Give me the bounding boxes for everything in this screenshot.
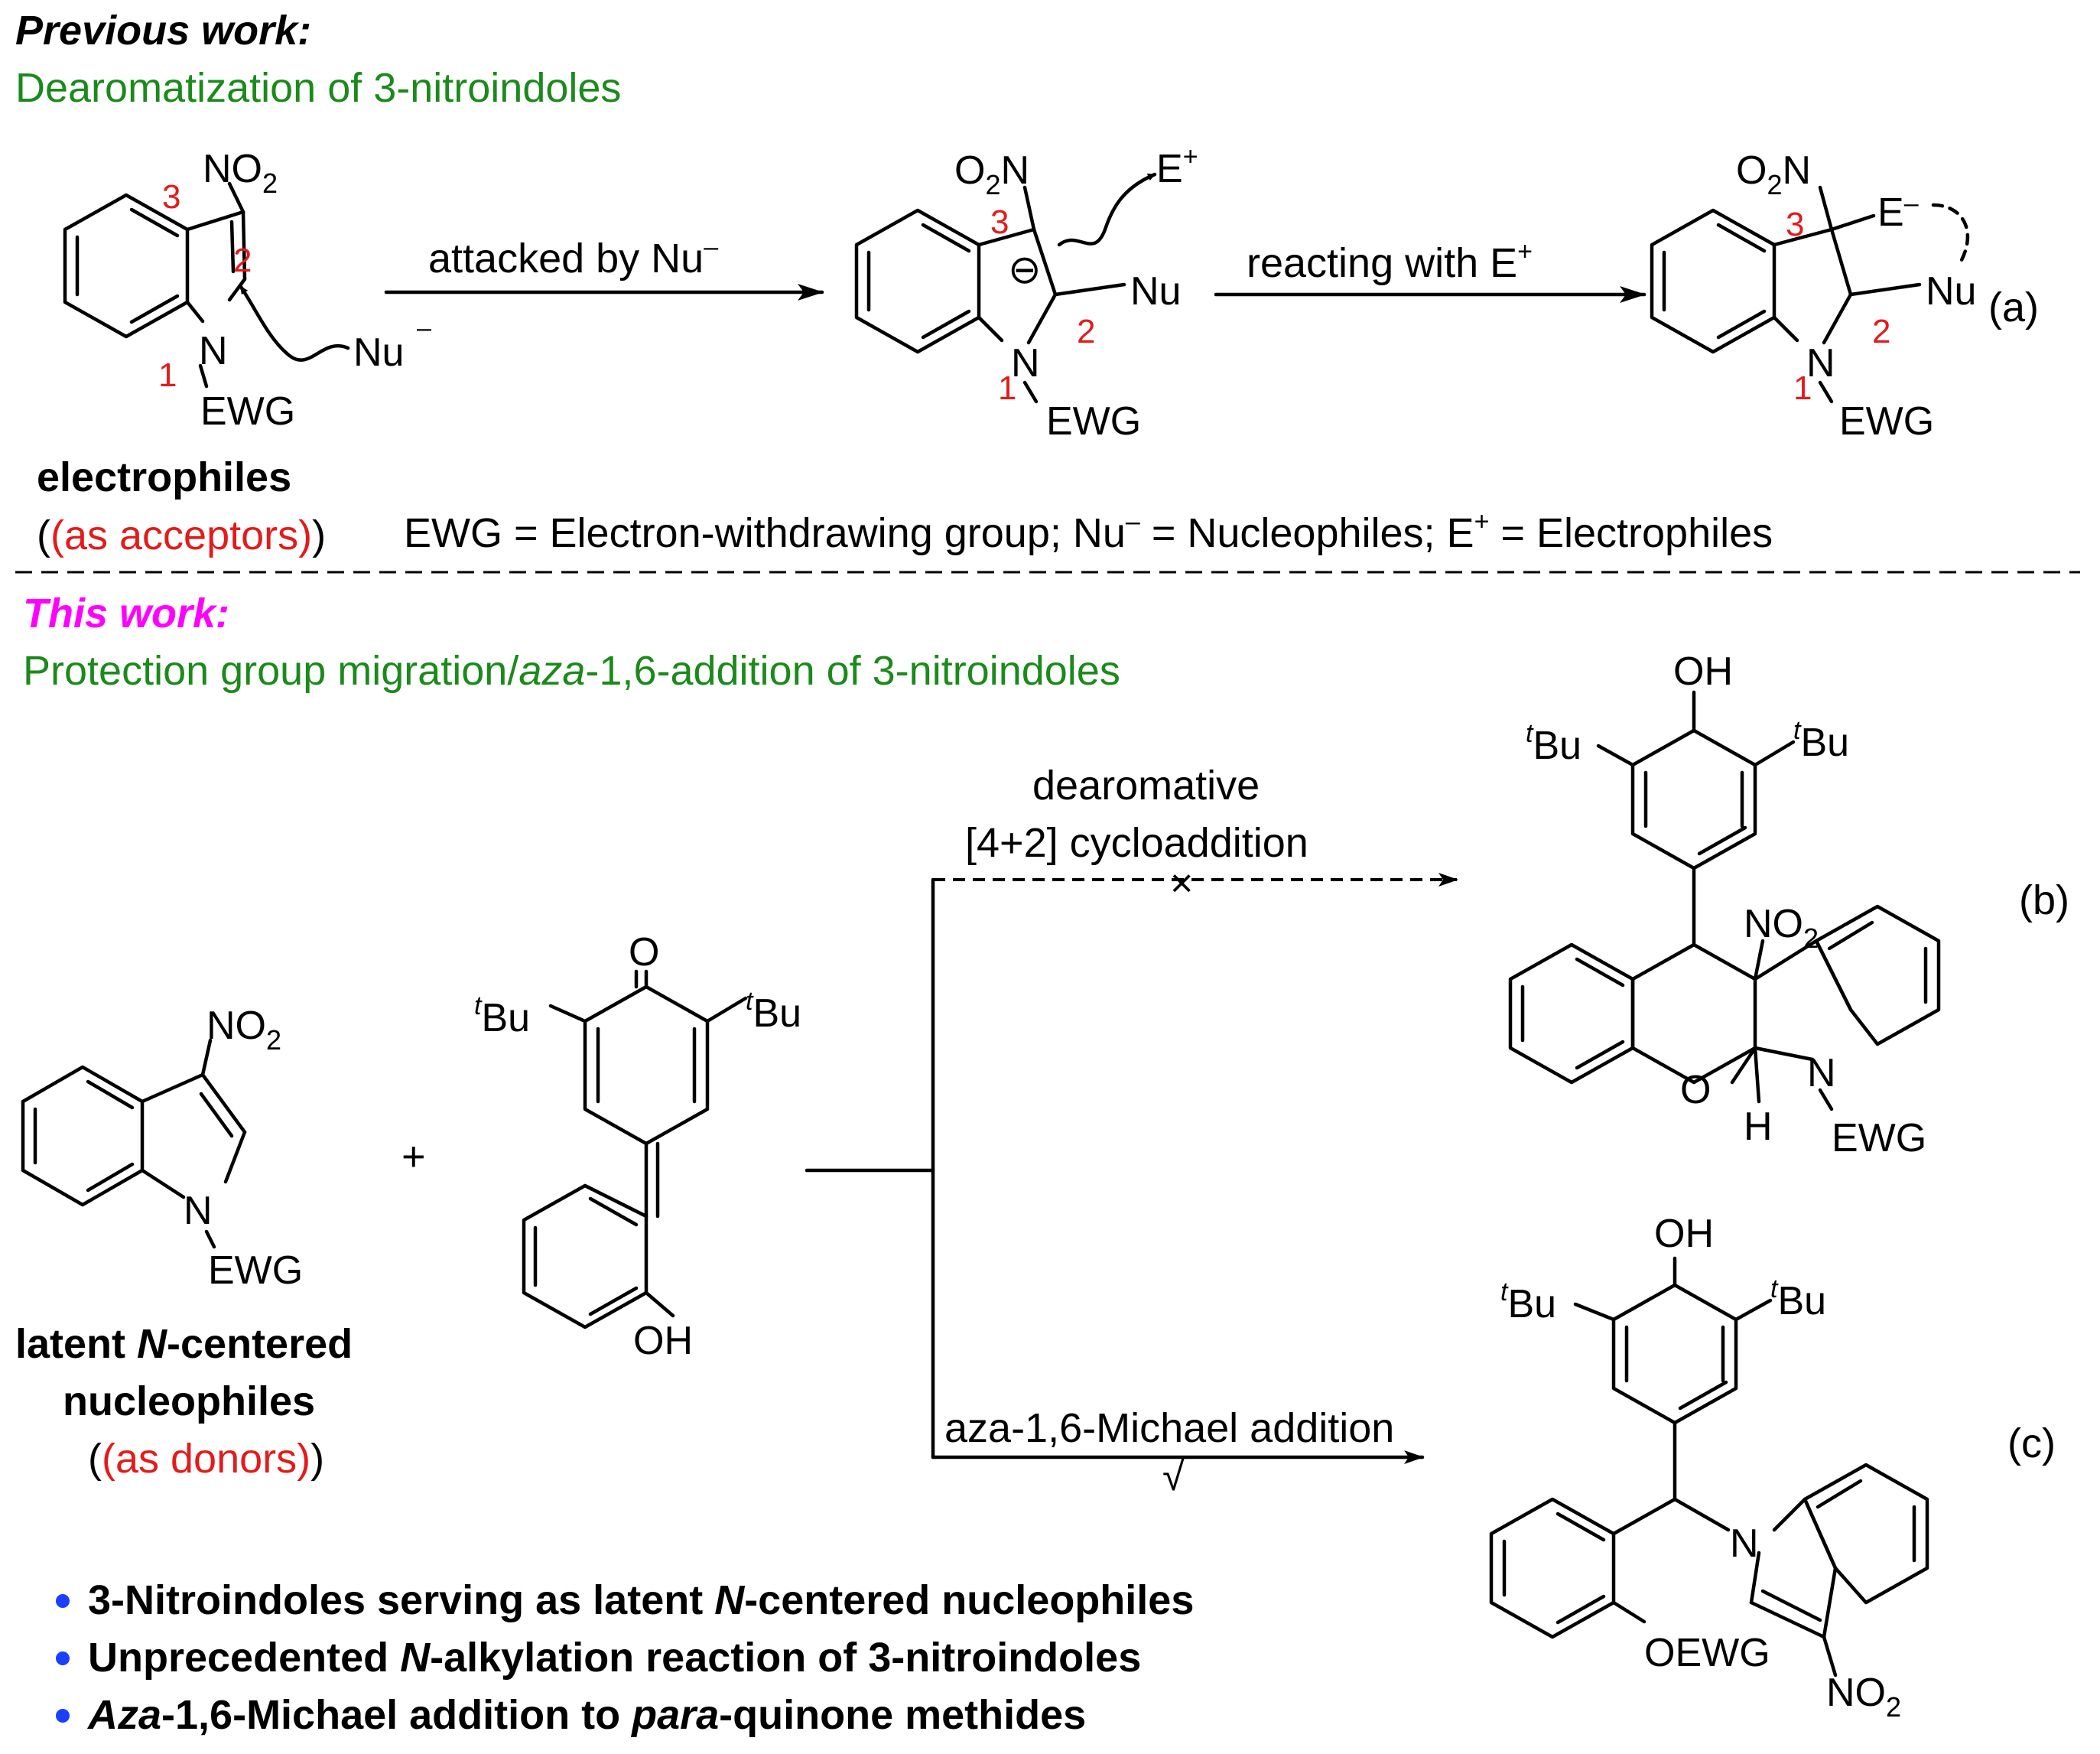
b2-tbu-right: tBu [746, 987, 801, 1036]
a3-pos3: 3 [1786, 206, 1804, 243]
molecule-cycloaddition-product [1508, 690, 1941, 1111]
a2-e: E+ [1156, 142, 1198, 191]
b4-oh: OH [1654, 1212, 1714, 1256]
a2-pos3: 3 [990, 203, 1009, 241]
b1-no2: NO2 [206, 1004, 281, 1056]
a3-pos2: 2 [1872, 313, 1890, 350]
role-as-donors: ((as donors)) [88, 1436, 324, 1482]
lower-check-mark: √ [1162, 1455, 1185, 1499]
lower-label: aza-1,6-Michael addition [944, 1405, 1394, 1451]
a2-ewg: EWG [1046, 399, 1141, 444]
a1-nu: Nu [353, 330, 404, 375]
upper-label-1: dearomative [1032, 763, 1260, 809]
arrow2-label: reacting with E+ [1247, 237, 1533, 286]
a3-n: N [1806, 341, 1835, 386]
a1-nu-minus: – [417, 314, 431, 343]
role-nucleophiles: nucleophiles [63, 1378, 315, 1424]
bullet-dot-1 [56, 1594, 70, 1608]
a3-nu: Nu [1926, 269, 1976, 314]
a3-pos1: 1 [1793, 369, 1812, 407]
a2-pos1: 1 [998, 369, 1016, 407]
a2-pos2: 2 [1077, 313, 1095, 350]
tag-c: (c) [2007, 1420, 2056, 1466]
b4-no2: NO2 [1826, 1671, 1901, 1723]
b3-o: O [1680, 1068, 1711, 1112]
b1-n: N [184, 1189, 213, 1233]
arrow1-label: attacked by Nu– [428, 233, 718, 281]
this-work-title: This work: [23, 591, 229, 636]
bullet-1: 3-Nitroindoles serving as latent N-cente… [88, 1577, 1194, 1623]
a1-ewg: EWG [200, 389, 295, 434]
molecule-dearomatized-product [1650, 185, 1970, 404]
a3-o2n: O2N [1736, 148, 1811, 200]
b3-oh: OH [1673, 649, 1733, 694]
legend-line: EWG = Electron-withdrawing group; Nu– = … [404, 507, 1773, 556]
previous-work-subtitle: Dearomatization of 3-nitroindoles [15, 65, 621, 111]
branch-arrows [805, 873, 1458, 1464]
role-electrophiles: electrophiles [37, 454, 291, 500]
molecule-anionic-intermediate [854, 185, 1126, 404]
b3-ewg: EWG [1832, 1116, 1926, 1160]
bullet-dot-2 [56, 1651, 70, 1665]
a1-n: N [199, 329, 228, 373]
bullet-2: Unprecedented N-alkylation reaction of 3… [88, 1635, 1141, 1681]
a2-o2n: O2N [954, 148, 1029, 200]
a1-attack-arrow [239, 285, 350, 362]
molecule-3-nitroindole-donor [21, 1038, 247, 1249]
b4-n: N [1730, 1521, 1759, 1566]
b2-tbu-left: tBu [474, 991, 530, 1040]
a2-nu: Nu [1130, 269, 1181, 314]
upper-label-2: [4+2] cycloaddition [965, 820, 1308, 866]
a3-e: E– [1877, 189, 1919, 235]
bullet-dot-3 [56, 1709, 70, 1723]
tag-a: (a) [1988, 285, 2039, 330]
molecule-3-nitroindole-electrophile [63, 181, 247, 389]
a1-pos2: 2 [233, 242, 252, 279]
b4-tbu-right: tBu [1770, 1274, 1826, 1323]
tag-b: (b) [2019, 877, 2069, 923]
a1-pos1: 1 [158, 356, 177, 394]
role-latent-n-centered: latent N-centered [15, 1321, 353, 1367]
molecule-para-quinone-methide [522, 969, 748, 1329]
a3-ewg: EWG [1839, 399, 1934, 444]
b4-oewg: OEWG [1644, 1631, 1770, 1675]
b3-h: H [1744, 1105, 1773, 1149]
a1-pos3: 3 [162, 178, 180, 216]
b3-no2: NO2 [1744, 902, 1819, 954]
bullet-3: Aza-1,6-Michael addition to para-quinone… [86, 1692, 1086, 1738]
a1-no2: NO2 [203, 147, 278, 199]
b3-tbu-right: tBu [1793, 716, 1849, 765]
b3-tbu-left: tBu [1526, 719, 1582, 768]
plus-sign: + [401, 1134, 426, 1180]
b3-n: N [1807, 1051, 1836, 1095]
role-as-acceptors-text: ((as acceptors)) [37, 513, 326, 558]
bullet-list: 3-Nitroindoles serving as latent N-cente… [56, 1577, 1194, 1738]
b4-tbu-left: tBu [1500, 1277, 1556, 1326]
previous-work-title: Previous work: [15, 8, 311, 54]
a2-n: N [1011, 341, 1040, 386]
b2-o: O [629, 930, 659, 975]
a2-electron-push-arrow [1057, 172, 1157, 247]
a2-anion: ⊖ [1008, 248, 1042, 292]
molecule-michael-addition-product [1489, 1256, 1929, 1678]
upper-cross-mark: × [1170, 861, 1193, 906]
b2-oh: OH [633, 1319, 693, 1363]
b1-ewg: EWG [208, 1248, 303, 1293]
this-work-subtitle: Protection group migration/aza-1,6-addit… [23, 648, 1120, 694]
